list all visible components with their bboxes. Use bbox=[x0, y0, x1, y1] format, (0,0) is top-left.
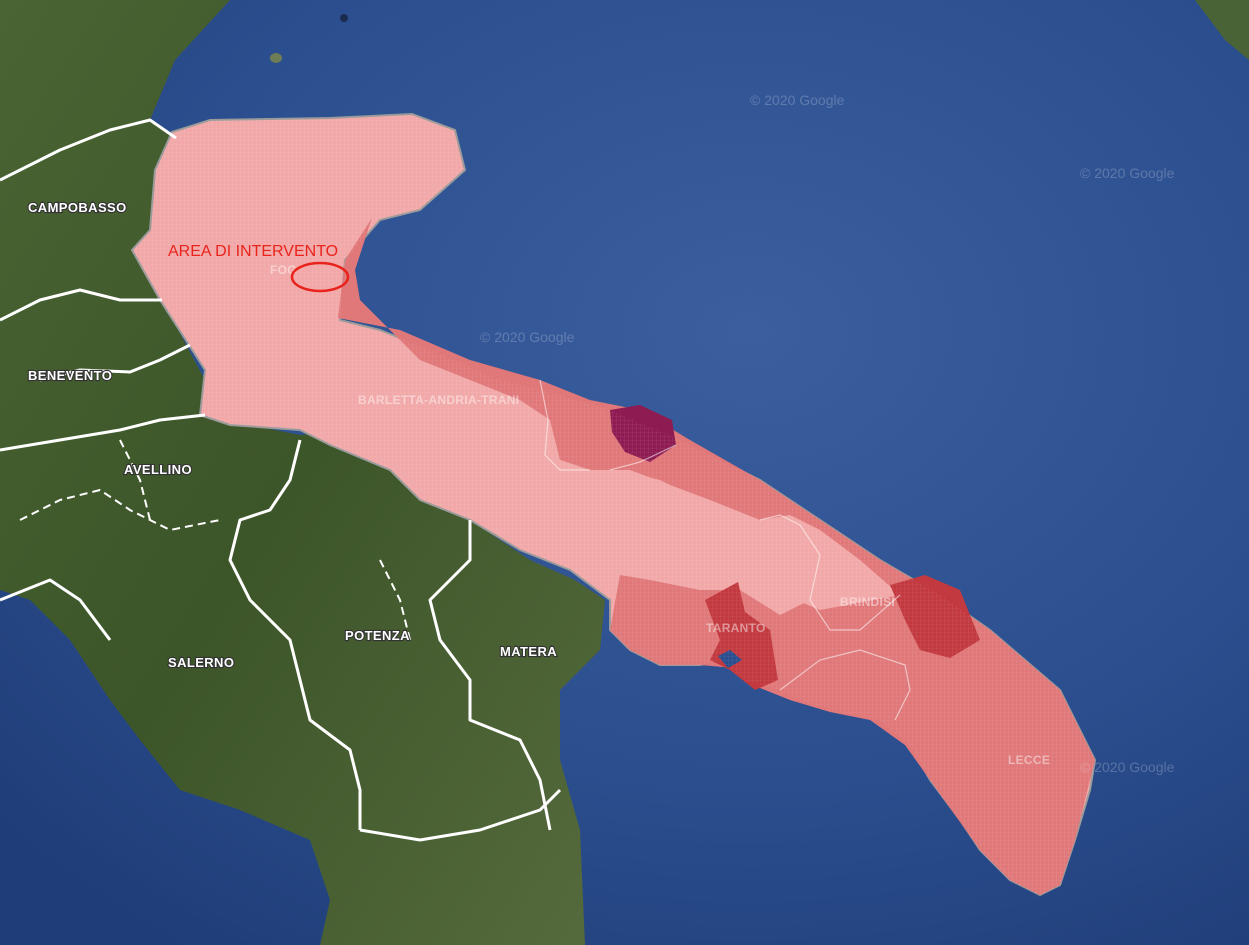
mainland bbox=[0, 0, 605, 945]
label-matera: MATERA bbox=[500, 644, 557, 659]
label-potenza: POTENZA bbox=[345, 628, 410, 643]
label-foggia: FOG bbox=[270, 263, 297, 277]
label-brindisi: BRINDISI bbox=[840, 595, 895, 609]
province-borders bbox=[539, 379, 911, 721]
region-borders bbox=[0, 118, 562, 842]
grid-overlay bbox=[132, 114, 1095, 895]
label-salerno: SALERNO bbox=[168, 655, 234, 670]
island-dot bbox=[340, 14, 348, 22]
watermark-2: © 2020 Google bbox=[1080, 165, 1175, 181]
watermark-1: © 2020 Google bbox=[750, 92, 845, 108]
label-taranto: TARANTO bbox=[706, 621, 766, 635]
label-barletta: BARLETTA-ANDRIA-TRANI bbox=[358, 393, 519, 407]
watermark-3: © 2020 Google bbox=[480, 329, 575, 345]
label-benevento: BENEVENTO bbox=[28, 368, 112, 383]
annotation-circle bbox=[290, 261, 350, 293]
region-borders-dashed bbox=[19, 439, 411, 641]
balkan-coast bbox=[1195, 0, 1249, 60]
label-campobasso: CAMPOBASSO bbox=[28, 200, 127, 215]
annotation-label: AREA DI INTERVENTO bbox=[168, 243, 338, 260]
watermark-4: © 2020 Google bbox=[1080, 759, 1175, 775]
label-avellino: AVELLINO bbox=[124, 462, 192, 477]
label-lecce: LECCE bbox=[1008, 753, 1050, 767]
island-tremiti bbox=[270, 53, 282, 63]
